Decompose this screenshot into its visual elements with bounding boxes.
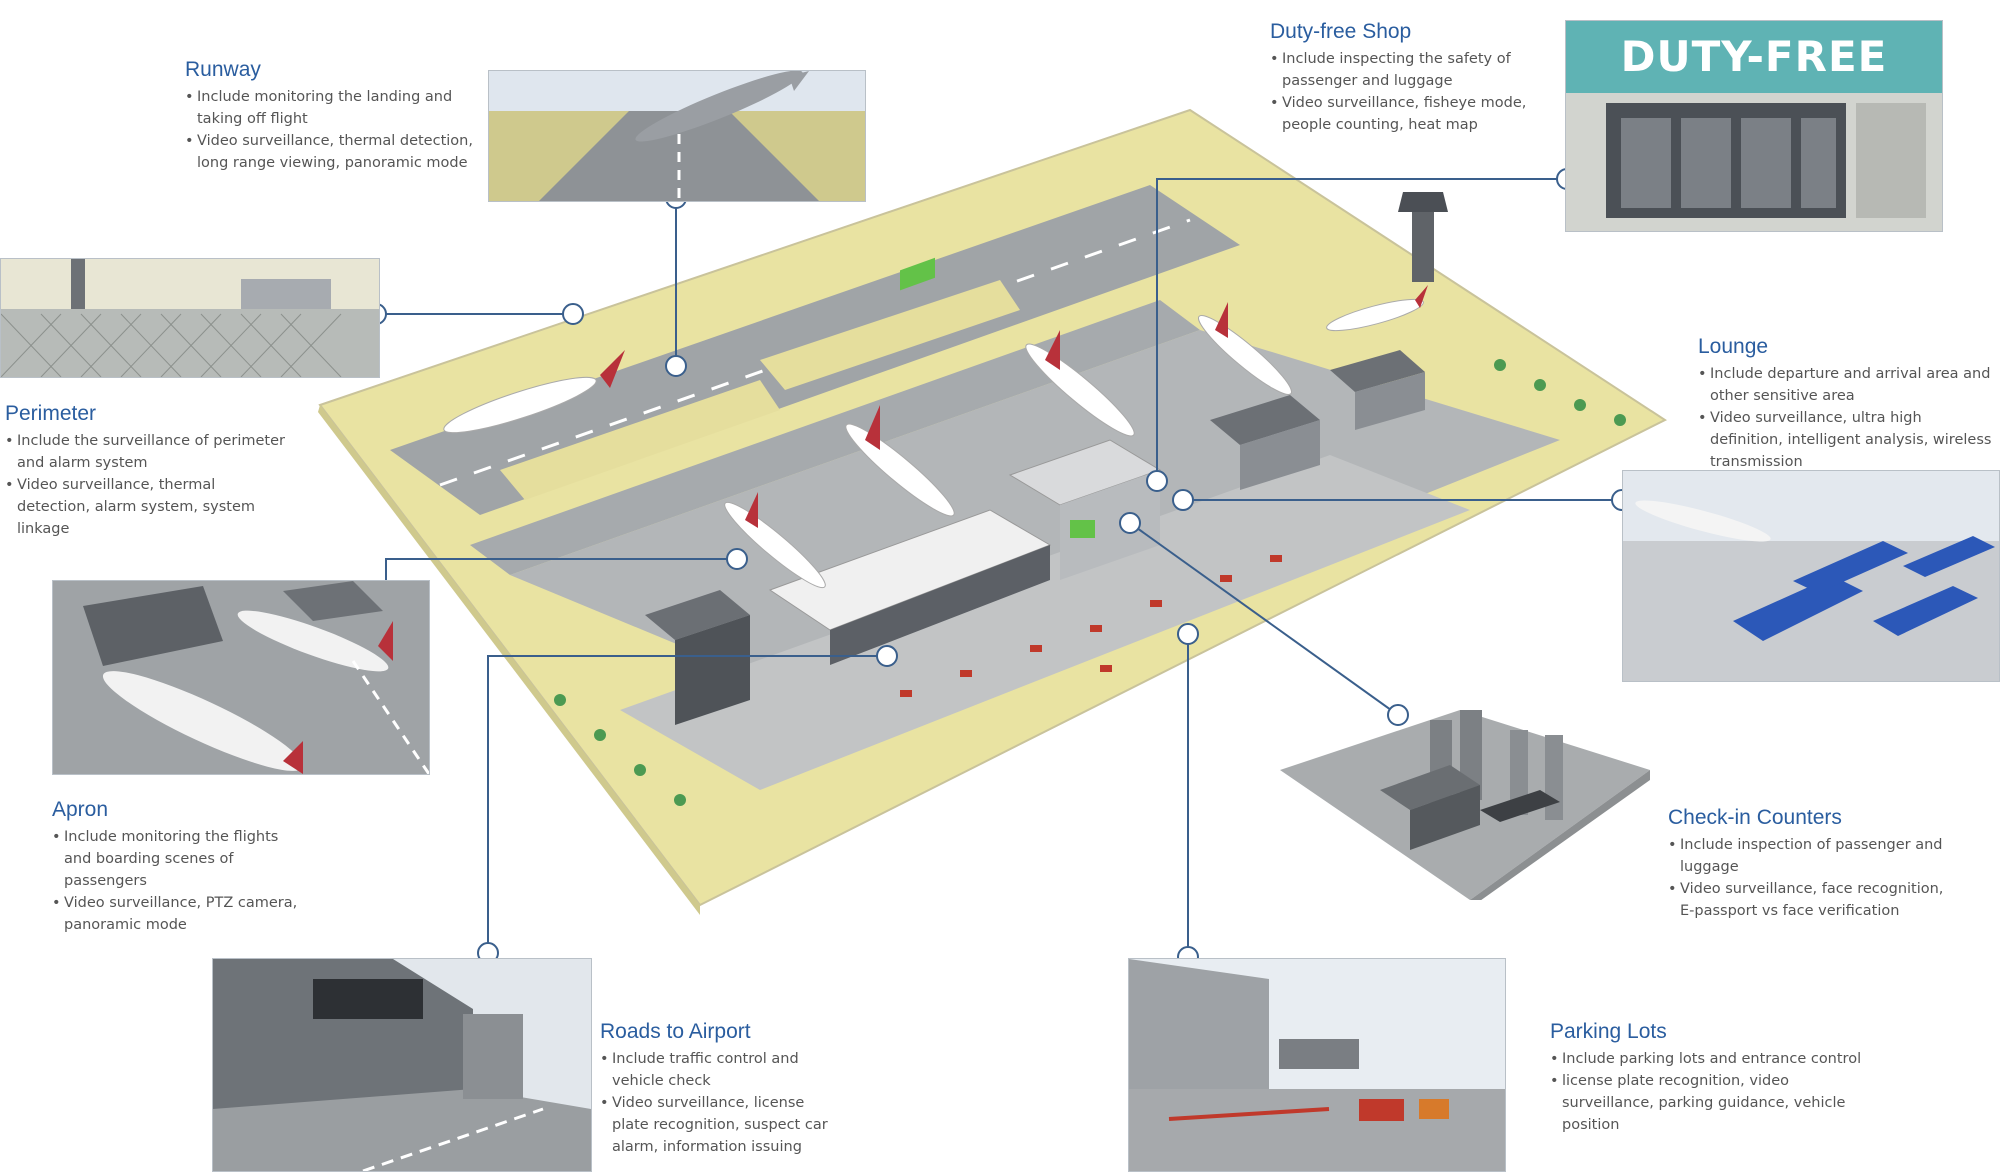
control-tower-cab (1398, 192, 1448, 212)
trees (554, 359, 1626, 806)
perimeter-photo (0, 258, 380, 378)
callout-lounge: Lounge Include departure and arrival are… (1698, 335, 1998, 473)
callout-bullet: Video surveillance, license plate recogn… (600, 1092, 840, 1158)
callout-bullet: Video surveillance, thermal detection, a… (5, 474, 290, 540)
callout-roads: Roads to Airport Include traffic control… (600, 1020, 840, 1158)
callout-title: Roads to Airport (600, 1020, 751, 1043)
road-area (620, 455, 1470, 790)
callout-title: Lounge (1698, 335, 1769, 358)
runway-photo (488, 70, 866, 202)
apron-photo (52, 580, 430, 775)
terminal-screen-1 (900, 257, 935, 291)
callout-title: Check-in Counters (1668, 806, 1842, 829)
main-building-screen (1070, 520, 1095, 538)
hangar-1 (1210, 395, 1320, 445)
callout-perimeter: Perimeter Include the surveillance of pe… (5, 402, 290, 540)
callout-bullet: Include traffic control and vehicle chec… (600, 1048, 840, 1092)
callout-bullet: Include inspection of passenger and lugg… (1668, 834, 1958, 878)
node-dutyfree-map[interactable] (1146, 470, 1168, 492)
callout-title: Duty-free Shop (1270, 20, 1412, 43)
callout-bullet: Include monitoring the landing and takin… (185, 86, 475, 130)
callout-bullet: Include inspecting the safety of passeng… (1270, 48, 1540, 92)
plane-runway (443, 350, 625, 434)
node-runway-map[interactable] (665, 355, 687, 377)
callout-runway: Runway Include monitoring the landing an… (185, 58, 475, 174)
node-lounge-map[interactable] (1172, 489, 1194, 511)
callout-bullet: Include parking lots and entrance contro… (1550, 1048, 1880, 1070)
plane-apron-2 (1025, 330, 1135, 437)
office-block-roof (645, 590, 750, 640)
control-tower-shaft (1412, 212, 1434, 282)
callout-title: Perimeter (5, 402, 97, 425)
main-building-front (1060, 470, 1160, 580)
check-in-counters-photo (1280, 690, 1650, 900)
connector-dutyfree (1156, 178, 1567, 480)
callout-bullet: Include the surveillance of perimeter an… (5, 430, 290, 474)
planes (443, 285, 1428, 589)
node-perimeter-map[interactable] (562, 303, 584, 325)
connector-lines (376, 178, 1622, 957)
plane-remote (1326, 285, 1428, 332)
callout-parking: Parking Lots Include parking lots and en… (1550, 1020, 1880, 1136)
parked-cars (900, 555, 1282, 697)
callout-bullet: license plate recognition, video surveil… (1550, 1070, 1880, 1136)
plane-apron-1 (845, 405, 955, 517)
callout-bullet: Video surveillance, PTZ camera, panorami… (52, 892, 302, 936)
hangar-2-front (1355, 372, 1425, 430)
callout-bullet: Video surveillance, face recognition, E-… (1668, 878, 1958, 922)
callout-bullet: Video surveillance, ultra high definitio… (1698, 407, 1998, 473)
hangar-2 (1330, 350, 1425, 392)
callout-bullet: Video surveillance, thermal detection, l… (185, 130, 475, 174)
roads-photo (212, 958, 592, 1172)
node-checkin-photo[interactable] (1387, 704, 1409, 726)
airport-ground-edge (318, 405, 700, 915)
callout-title: Parking Lots (1550, 1020, 1667, 1043)
plane-gate-left (724, 492, 826, 589)
grass-patch-1 (500, 380, 780, 500)
callout-title: Apron (52, 798, 109, 821)
terminal-front (830, 545, 1050, 665)
parking-lots-photo (1128, 958, 1506, 1172)
callout-checkin: Check-in Counters Include inspection of … (1668, 806, 1958, 922)
taxiway (470, 300, 1200, 575)
connector-checkin (1129, 522, 1399, 716)
callout-title: Runway (185, 58, 261, 81)
plane-apron-3 (1197, 302, 1293, 395)
callout-dutyfree: Duty-free Shop Include inspecting the sa… (1270, 20, 1540, 136)
callout-bullet: Video surveillance, fisheye mode, people… (1270, 92, 1540, 136)
hangar-1-front (1240, 420, 1320, 490)
callout-bullet: Include monitoring the flights and board… (52, 826, 302, 892)
callout-bullet: Include departure and arrival area and o… (1698, 363, 1998, 407)
grass-patch-2 (760, 280, 1020, 390)
node-roads-map[interactable] (876, 645, 898, 667)
office-block-front (675, 615, 750, 725)
node-parking-map[interactable] (1177, 623, 1199, 645)
callout-apron: Apron Include monitoring the flights and… (52, 798, 302, 936)
lounge-photo (1622, 470, 2000, 682)
node-checkin-map[interactable] (1119, 512, 1141, 534)
node-apron-map[interactable] (726, 548, 748, 570)
duty-free-shop-photo: DUTY-FREE SHOP (1565, 20, 1943, 232)
connector-roads (487, 655, 887, 953)
shop-sign: DUTY-FREE SHOP (1566, 21, 1942, 153)
